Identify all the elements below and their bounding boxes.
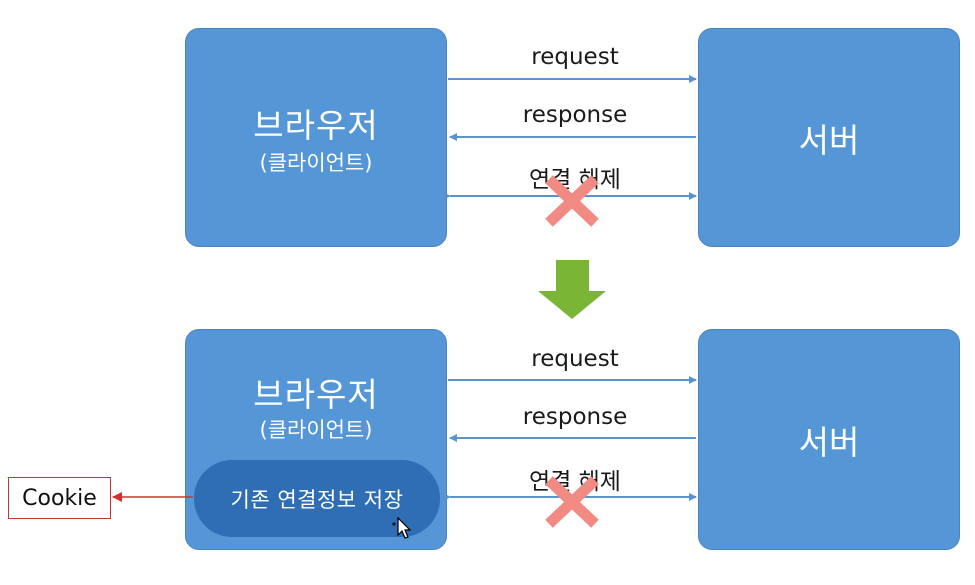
client-subtitle-bottom: (클라이언트) <box>259 418 373 442</box>
server-label-top: 서버 <box>798 120 860 160</box>
cross-icon-bottom <box>545 476 599 528</box>
response-label-bottom: response <box>522 404 628 430</box>
client-box-top: 브라우저 (클라이언트) <box>185 28 447 247</box>
cookie-box: Cookie <box>8 477 111 519</box>
response-label-top: response <box>522 102 628 128</box>
client-title-bottom: 브라우저 <box>253 375 379 414</box>
server-box-top: 서버 <box>698 28 960 247</box>
mouse-cursor-icon <box>392 516 412 539</box>
down-arrow-icon <box>538 260 606 319</box>
cross-icon-top <box>545 175 599 227</box>
client-box-bottom: 브라우저 (클라이언트) 기존 연결정보 저장 <box>185 329 447 550</box>
disconnect-label-top: 연결 해제 <box>529 167 621 193</box>
client-title-top: 브라우저 <box>253 106 379 145</box>
request-label-top: request <box>531 44 619 70</box>
server-box-bottom: 서버 <box>698 329 960 550</box>
disconnect-label-bottom: 연결 해제 <box>529 469 621 495</box>
request-label-bottom: request <box>531 346 619 372</box>
client-subtitle-top: (클라이언트) <box>259 151 373 175</box>
server-label-bottom: 서버 <box>798 422 860 462</box>
